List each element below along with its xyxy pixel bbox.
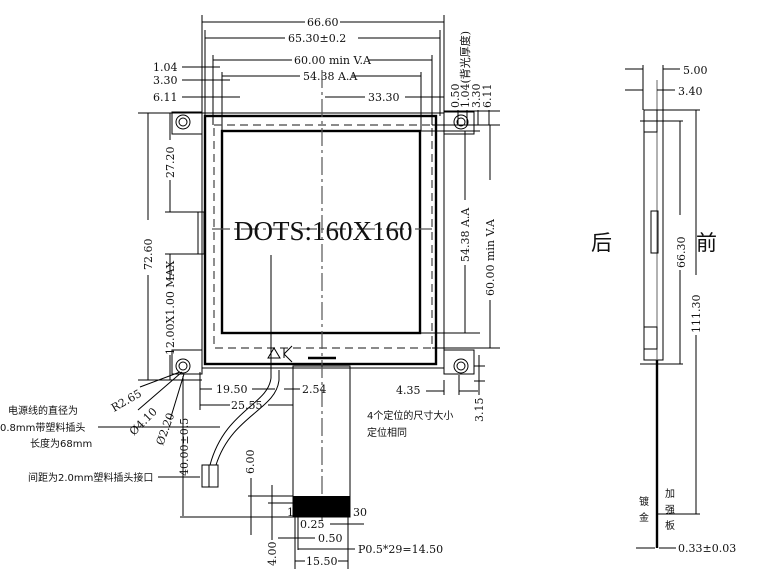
dim-hole-radius: R2.65 [109,387,144,415]
note-power-cable-2: 0.8mm带塑料插头 [0,421,85,434]
dim-hole-x: 4.35 [396,384,421,397]
dim-right-offset-2: 1.04(背光厚度) [458,31,472,108]
note-power-cable-1: 电源线的直径为 [8,404,78,417]
mounting-hole-icon [453,114,469,130]
dim-left-offset-3: 6.11 [153,91,178,104]
dim-fpc-width: 15.50 [306,555,338,568]
note-connector: 间距为2.0mm塑料插头接口 [28,471,153,484]
dim-view-area-width: 60.00 min V.A [294,54,372,67]
dim-fpc-thickness: 0.33±0.03 [678,542,736,555]
fpc-pin-1-label: 1 [287,506,294,519]
dim-right-offset-3: 3.30 [470,84,483,109]
dim-view-area-height: 60.00 min V.A [484,218,497,296]
dim-hole-y: 3.15 [473,398,486,423]
plating-label-1: 镀 [639,495,649,508]
power-connector [201,464,219,488]
mounting-hole-icon [453,358,469,374]
front-view: 66.60 65.30±0.2 60.00 min V.A 54.38 A.A … [0,15,500,569]
fpc-pin-30-label: 30 [353,506,367,519]
dim-total-length: 111.30 [690,295,703,334]
side-view: 5.00 3.40 后 前 66.30 111.30 镀 金 加 强 板 0.3… [591,64,736,555]
dim-overall-width: 66.60 [307,16,339,29]
stiffener-label-3: 板 [665,519,675,532]
dim-pitch: 0.50 [318,532,343,545]
plating-label-2: 金 [639,511,649,524]
stiffener-label-1: 加 [665,488,675,500]
dim-right-offset-4: 6.11 [481,84,494,109]
dim-cable-length: 40.00±0.5 [178,418,191,476]
note-mounting-2: 定位相同 [367,426,407,439]
dim-active-area-width: 54.38 A.A [303,70,358,83]
dim-tab-size: 12.00X1.00 MAX [164,260,177,355]
dim-module-height: 66.30 [675,237,688,269]
dim-stiffener-length: 6.00 [244,450,257,475]
note-power-cable-3: 长度为68mm [30,437,92,450]
back-label: 后 [591,231,612,255]
dim-left-offset-1: 1.04 [153,61,178,74]
stiffener-label-2: 强 [665,504,675,516]
dim-hole-to-fpc: 25.55 [231,399,263,412]
dim-active-area-height: 54.38 A.A [459,207,472,262]
dim-center-offset: 33.30 [368,91,400,104]
note-mounting-1: 4个定位的尺寸大小 [367,409,453,422]
dim-overall-height: 72.60 [142,239,155,271]
dim-pin-width: 0.25 [300,518,325,531]
dim-hole-outer-diameter: Ø4.10 [127,405,160,438]
mounting-hole-icon [175,114,191,130]
dim-contact-length: 4.00 [266,542,279,567]
dim-left-offset-2: 3.30 [153,74,178,87]
mounting-hole-icon [175,358,191,374]
dim-total-thickness: 5.00 [683,64,708,77]
dim-module-thickness: 3.40 [678,85,703,98]
dim-cable-pitch: 2.54 [302,383,327,396]
dim-pitch-total: P0.5*29=14.50 [358,543,443,556]
dim-tab-offset: 27.20 [164,147,177,179]
front-label: 前 [696,231,717,255]
dim-hole-to-cable: 19.50 [216,383,248,396]
dim-right-offset-1: 0.50 [449,84,462,109]
dots-resolution-label: DOTS:160X160 [234,216,413,246]
dim-frame-width: 65.30±0.2 [288,32,346,45]
